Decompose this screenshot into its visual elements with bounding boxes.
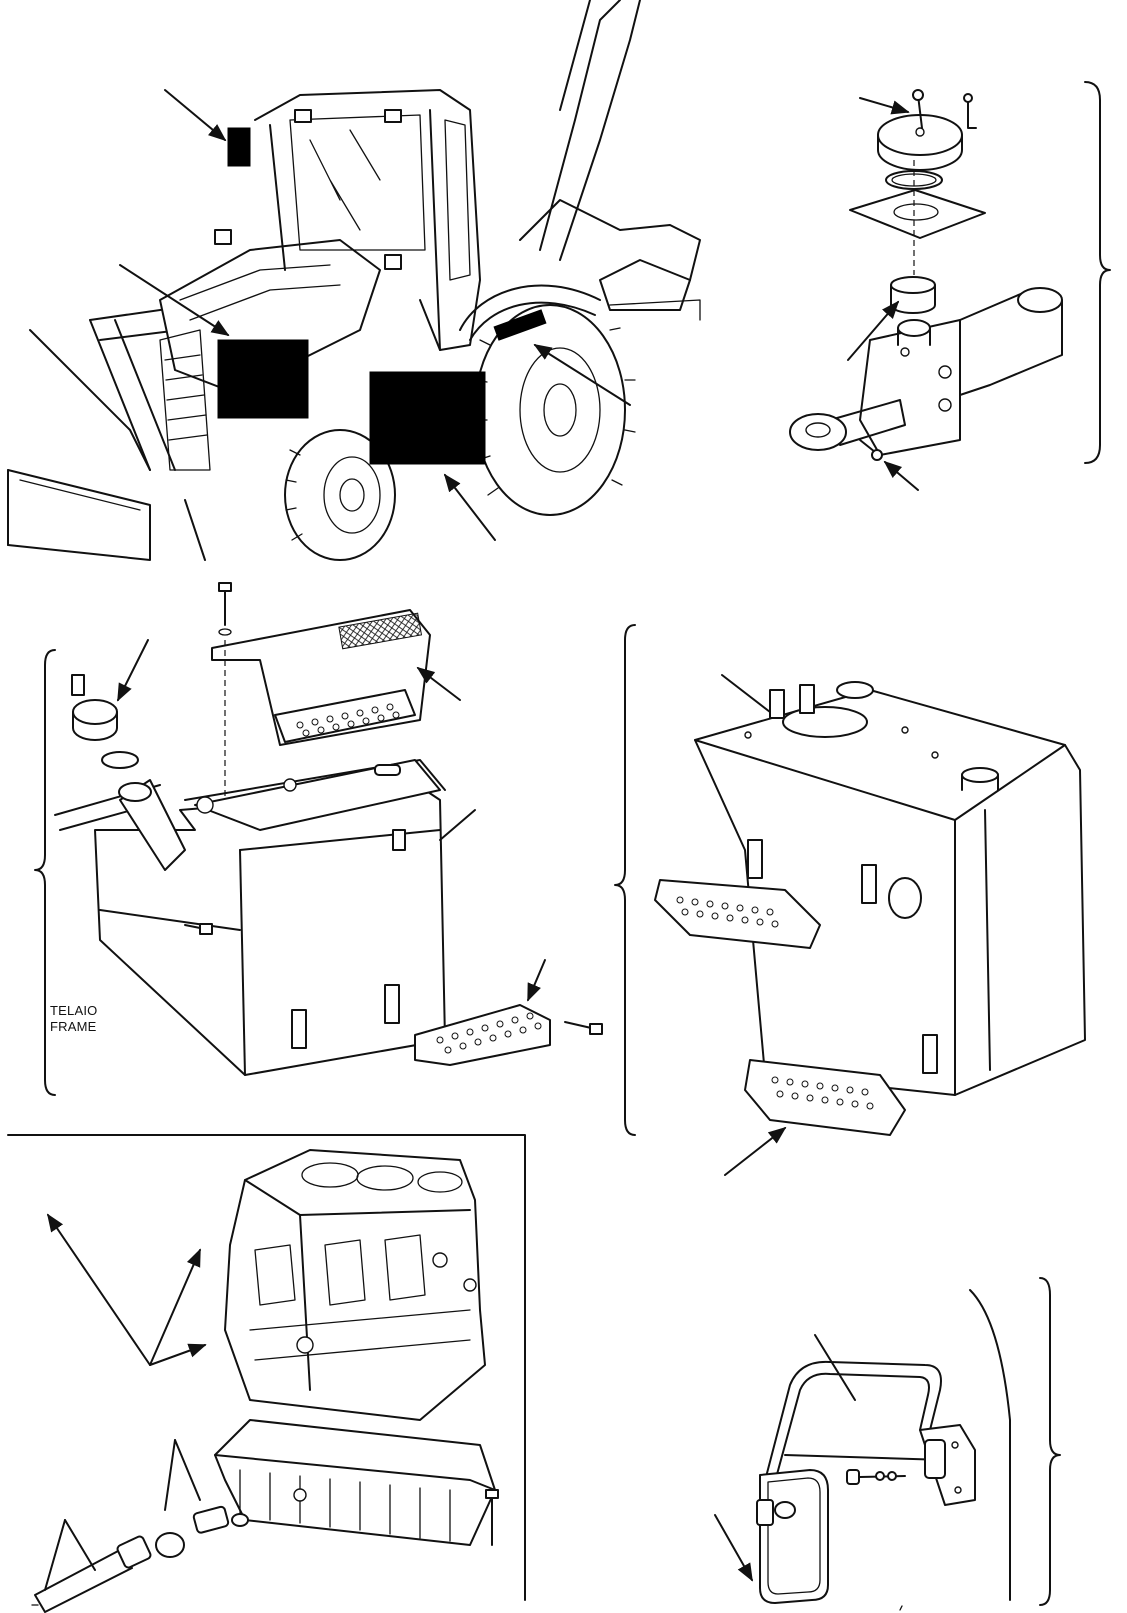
engine-block-and-oil-pan xyxy=(7,1134,526,1613)
fuel-tank-with-steps xyxy=(34,582,603,1096)
frame-label-italian: TELAIO xyxy=(50,1003,98,1018)
mirror-assembly xyxy=(714,1277,1061,1606)
corner-mark-right xyxy=(899,1605,903,1611)
frame-label: TELAIO FRAME xyxy=(50,1003,97,1035)
hydraulic-tank-with-steps xyxy=(614,624,1086,1176)
backhoe-loader-overview xyxy=(7,0,701,561)
cylinder-cap-assembly xyxy=(789,81,1111,491)
frame-label-english: FRAME xyxy=(50,1019,97,1034)
